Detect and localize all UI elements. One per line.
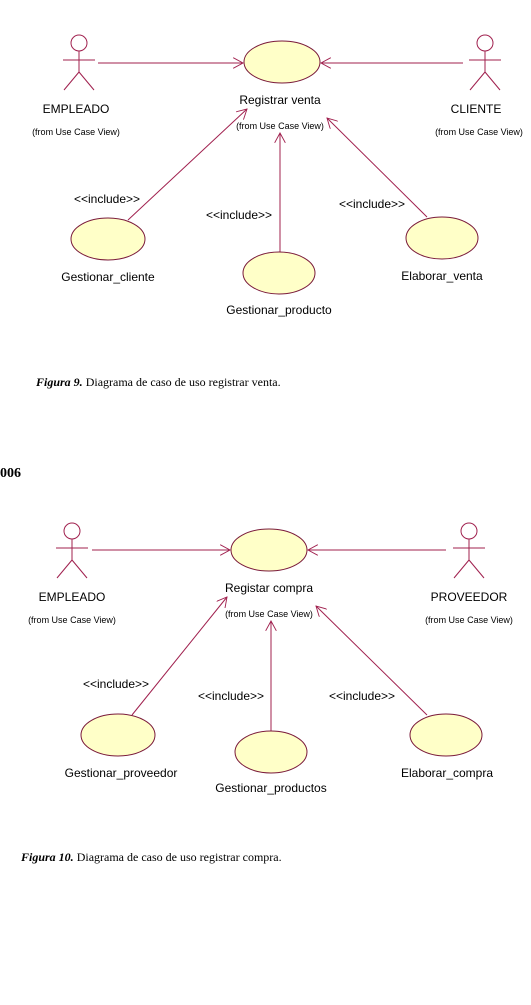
diagram-registrar-compra: EMPLEADO (from Use Case View) Registar c… [28,522,513,795]
use-case-gestionar-productos [234,730,308,774]
use-case-from: (from Use Case View) [225,609,313,619]
use-case-gestionar-producto [242,251,316,295]
include-label-3: <<include>> [339,197,405,211]
include-line-1 [131,597,227,716]
actor-empleado-icon [56,522,88,579]
include-label-1: <<include>> [83,677,149,691]
section-heading: 006 [0,466,21,481]
include-label-2: <<include>> [206,208,272,222]
actor-proveedor-icon [453,522,485,579]
actor-left-from: (from Use Case View) [28,615,116,625]
actor-right-from: (from Use Case View) [435,127,523,137]
figure-9-caption: Figura 9. Diagrama de caso de uso regist… [36,375,281,390]
include-label-1: <<include>> [74,192,140,206]
figure-10-label: Figura 10. [21,850,74,864]
uc3-label: Elaborar_venta [401,269,483,283]
uc2-label: Gestionar_productos [215,781,326,795]
include-line-1 [127,109,247,221]
figure-10-text: Diagrama de caso de uso registrar compra… [73,850,282,864]
figure-9-label: Figura 9. [36,375,83,389]
uc3-label: Elaborar_compra [401,766,493,780]
use-case-elaborar-venta [405,216,479,260]
actor-right-from: (from Use Case View) [425,615,513,625]
actor-empleado-icon [63,34,95,91]
actor-left-name: EMPLEADO [39,590,106,604]
uc1-label: Gestionar_cliente [61,270,155,284]
use-case-registar-compra [230,528,308,572]
include-line-3 [316,606,428,716]
include-line-3 [327,118,428,218]
use-case-gestionar-cliente [70,217,146,261]
use-case-elaborar-compra [409,713,483,757]
uc1-label: Gestionar_proveedor [65,766,178,780]
diagram-registrar-venta: EMPLEADO (from Use Case View) Registrar … [32,34,523,317]
actor-left-from: (from Use Case View) [32,127,120,137]
figure-9-text: Diagrama de caso de uso registrar venta. [82,375,281,389]
use-case-from: (from Use Case View) [236,121,324,131]
use-case-gestionar-proveedor [80,713,156,757]
actor-cliente-icon [469,34,501,91]
actor-right-name: CLIENTE [451,102,502,116]
actor-right-name: PROVEEDOR [431,590,508,604]
use-case-registrar-venta [243,40,321,84]
figure-10-caption: Figura 10. Diagrama de caso de uso regis… [21,850,282,865]
include-label-3: <<include>> [329,689,395,703]
include-label-2: <<include>> [198,689,264,703]
use-case-title: Registrar venta [239,93,321,107]
actor-left-name: EMPLEADO [43,102,110,116]
uc2-label: Gestionar_producto [226,303,332,317]
use-case-title: Registar compra [225,581,313,595]
